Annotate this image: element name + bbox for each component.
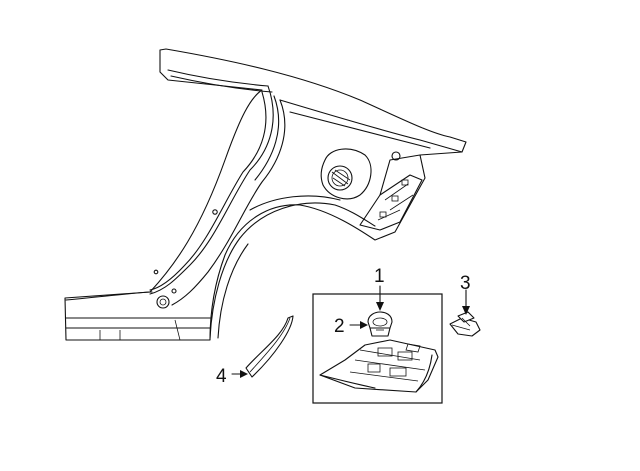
callout-2: 2 (334, 316, 345, 337)
push-clip-fastener-drawing (367, 311, 393, 337)
callout-1: 1 (374, 266, 385, 287)
splash-shield-assembly-drawing (319, 339, 439, 393)
callout-leaders (231, 285, 470, 378)
callout-4: 4 (216, 366, 227, 387)
callout-3: 3 (460, 273, 471, 294)
retainer-clip-drawing (449, 311, 481, 337)
wheel-arch-molding-drawing (245, 315, 294, 378)
quarter-panel-drawing (64, 48, 467, 341)
part-1-box (312, 293, 443, 404)
